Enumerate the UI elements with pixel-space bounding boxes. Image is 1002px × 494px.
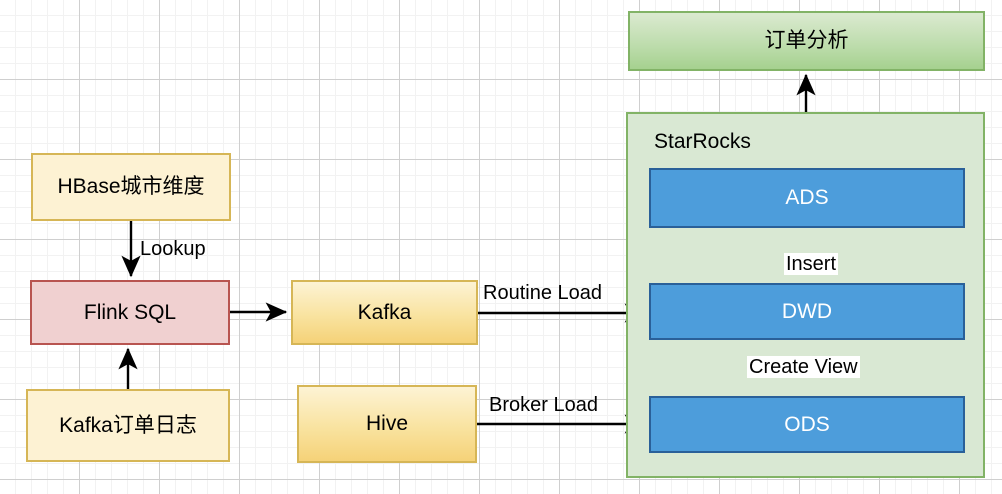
node-kafka[interactable]: Kafka [291,280,478,345]
node-ads[interactable]: ADS [649,168,965,228]
node-order-analysis[interactable]: 订单分析 [628,11,985,71]
container-starrocks-title: StarRocks [654,130,751,153]
edge-label-lookup: Lookup [140,238,206,260]
node-flink-sql[interactable]: Flink SQL [30,280,230,345]
node-hive[interactable]: Hive [297,385,477,463]
node-dwd[interactable]: DWD [649,283,965,340]
node-hbase-city-dimension[interactable]: HBase城市维度 [31,153,231,221]
node-hbase-city-dimension-label: HBase城市维度 [57,175,205,199]
node-ads-label: ADS [785,186,829,210]
node-dwd-label: DWD [781,299,833,323]
edge-label-insert: Insert [784,253,839,275]
node-kafka-order-log[interactable]: Kafka订单日志 [26,389,230,462]
edge-label-routine-load: Routine Load [483,282,602,304]
node-ods[interactable]: ODS [649,396,965,453]
node-kafka-order-log-label: Kafka订单日志 [59,413,197,437]
node-flink-sql-label: Flink SQL [83,300,177,324]
edge-label-broker-load: Broker Load [489,394,598,416]
node-order-analysis-label: 订单分析 [764,29,849,53]
node-ods-label: ODS [784,412,830,436]
node-kafka-label: Kafka [357,300,412,324]
edge-label-create-view: Create View [747,356,860,378]
node-hive-label: Hive [365,412,408,436]
